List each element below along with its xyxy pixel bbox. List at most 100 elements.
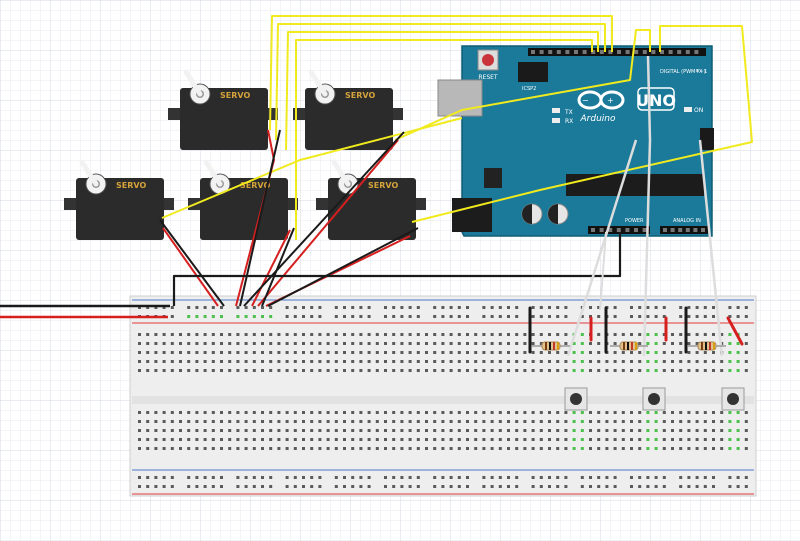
digital-pin xyxy=(556,50,561,54)
terminal-hole xyxy=(556,360,560,363)
terminal-hole xyxy=(679,342,683,345)
rail-hole xyxy=(162,485,166,488)
terminal-hole xyxy=(384,429,387,432)
terminal-hole xyxy=(589,351,592,354)
terminal-hole xyxy=(531,333,535,336)
rail-hole xyxy=(441,476,445,479)
rx-led-label: RX xyxy=(565,118,573,125)
terminal-hole xyxy=(400,333,404,336)
terminal-hole xyxy=(695,351,699,354)
terminal-hole xyxy=(425,411,428,414)
terminal-hole xyxy=(367,342,371,345)
terminal-hole xyxy=(597,420,601,423)
terminal-hole xyxy=(310,411,314,414)
terminal-hole xyxy=(449,420,453,423)
terminal-hole xyxy=(613,333,617,336)
terminal-hole xyxy=(154,351,158,354)
terminal-hole xyxy=(433,429,437,432)
terminal-hole xyxy=(679,369,683,372)
terminal-hole xyxy=(179,369,182,372)
terminal-hole xyxy=(613,342,617,345)
terminal-hole xyxy=(597,438,601,441)
terminal-hole xyxy=(252,342,256,345)
terminal-hole xyxy=(646,447,650,450)
terminal-hole xyxy=(498,447,502,450)
terminal-hole xyxy=(138,420,141,423)
rail-hole xyxy=(416,315,420,318)
terminal-hole xyxy=(474,420,478,423)
ground-to-arduino-wire xyxy=(172,232,622,306)
terminal-hole xyxy=(252,411,256,414)
terminal-hole xyxy=(703,369,707,372)
terminal-hole xyxy=(351,447,355,450)
terminal-hole xyxy=(195,342,199,345)
terminal-hole xyxy=(285,369,289,372)
terminal-hole xyxy=(564,420,568,423)
terminal-hole xyxy=(466,333,469,336)
terminal-hole xyxy=(416,342,420,345)
rail-hole xyxy=(736,315,740,318)
terminal-hole xyxy=(269,360,273,363)
terminal-hole xyxy=(326,360,330,363)
terminal-hole xyxy=(466,369,469,372)
terminal-hole xyxy=(736,438,740,441)
rail-hole xyxy=(638,315,642,318)
terminal-hole xyxy=(334,429,338,432)
terminal-hole xyxy=(646,369,650,372)
rail-hole xyxy=(293,306,297,309)
terminal-hole xyxy=(220,333,223,336)
rail-hole xyxy=(334,485,338,488)
terminal-hole xyxy=(531,360,535,363)
terminal-hole xyxy=(712,351,715,354)
terminal-hole xyxy=(457,438,461,441)
rail-hole xyxy=(703,476,707,479)
terminal-hole xyxy=(375,429,379,432)
terminal-hole xyxy=(359,342,363,345)
terminal-hole xyxy=(630,360,633,363)
rail-hole xyxy=(359,485,363,488)
terminal-hole xyxy=(654,369,658,372)
rail-hole xyxy=(170,306,174,309)
rail-hole xyxy=(736,476,740,479)
rail-hole xyxy=(712,306,715,309)
terminal-hole xyxy=(261,342,264,345)
terminal-hole xyxy=(269,411,273,414)
rail-hole xyxy=(138,476,141,479)
terminal-hole xyxy=(482,360,486,363)
terminal-hole xyxy=(474,342,478,345)
terminal-hole xyxy=(654,333,658,336)
terminal-hole xyxy=(334,447,338,450)
rail-hole xyxy=(285,476,289,479)
rail-hole xyxy=(613,476,617,479)
terminal-hole xyxy=(244,342,248,345)
terminal-hole xyxy=(220,438,223,441)
terminal-hole xyxy=(605,429,609,432)
terminal-hole xyxy=(580,420,584,423)
terminal-hole xyxy=(326,438,330,441)
rail-hole xyxy=(252,485,256,488)
resistor-band xyxy=(701,342,703,350)
terminal-hole xyxy=(408,351,412,354)
rx-led xyxy=(552,118,560,123)
terminal-hole xyxy=(515,351,519,354)
rail-hole xyxy=(220,485,223,488)
terminal-hole xyxy=(179,420,182,423)
terminal-hole xyxy=(679,360,683,363)
terminal-hole xyxy=(293,420,297,423)
rail-hole xyxy=(539,306,543,309)
terminal-hole xyxy=(138,411,141,414)
terminal-hole xyxy=(310,351,314,354)
terminal-hole xyxy=(539,438,543,441)
terminal-hole xyxy=(293,351,297,354)
terminal-hole xyxy=(605,411,609,414)
arduino-uno-board[interactable]: RESET ICSP2 DIGITAL (PWM=~) TX 1 − + Ard… xyxy=(437,45,714,237)
terminal-hole xyxy=(162,360,166,363)
terminal-hole xyxy=(621,360,625,363)
rail-hole xyxy=(515,315,519,318)
rail-hole xyxy=(408,476,412,479)
rail-hole xyxy=(367,315,371,318)
terminal-hole xyxy=(736,351,740,354)
terminal-hole xyxy=(154,420,158,423)
terminal-hole xyxy=(343,360,346,363)
rail-hole xyxy=(728,485,732,488)
